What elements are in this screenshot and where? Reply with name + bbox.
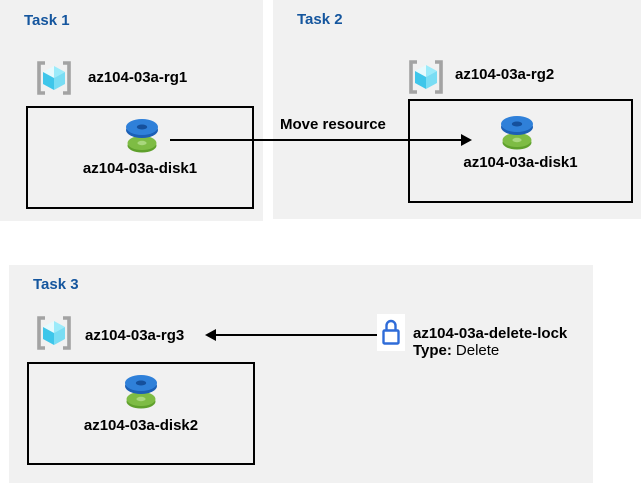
resource-group-icon (409, 60, 443, 94)
lock-name: az104-03a-delete-lock (413, 325, 568, 342)
task3-panel (9, 265, 593, 483)
task1-rg-label: az104-03a-rg1 (88, 69, 188, 86)
task1-panel (0, 0, 263, 221)
task2-panel (273, 0, 641, 219)
task1-disk-label: az104-03a-disk1 (82, 160, 198, 177)
task2-title: Task 2 (297, 11, 343, 28)
task1-title: Task 1 (24, 12, 70, 29)
task3-resource-box (27, 362, 255, 465)
lock-label-block: az104-03a-delete-lock Type:Delete (413, 325, 567, 360)
arrowhead-icon (205, 329, 216, 341)
arrowhead-icon (461, 134, 472, 146)
task3-disk-label: az104-03a-disk2 (83, 417, 199, 434)
resource-group-icon (37, 316, 71, 350)
resource-group-icon (37, 61, 71, 95)
managed-disk-icon (501, 116, 533, 150)
task2-rg-label: az104-03a-rg2 (455, 66, 555, 83)
task2-disk-label: az104-03a-disk1 (463, 154, 578, 171)
lock-icon (382, 319, 400, 345)
task3-rg-label: az104-03a-rg3 (85, 327, 185, 344)
lock-type-row: Type:Delete (413, 342, 567, 360)
move-arrow-label: Move resource (280, 116, 386, 133)
lock-type-value: Delete (455, 342, 500, 359)
lock-tile (377, 314, 405, 351)
lock-type-label: Type: (413, 342, 452, 359)
move-arrow-line (170, 139, 463, 141)
task2-resource-box (408, 99, 633, 203)
task3-title: Task 3 (33, 276, 79, 293)
task1-resource-box (26, 106, 254, 209)
managed-disk-icon (126, 119, 158, 153)
managed-disk-icon (125, 375, 157, 409)
lock-arrow-line (212, 334, 377, 336)
